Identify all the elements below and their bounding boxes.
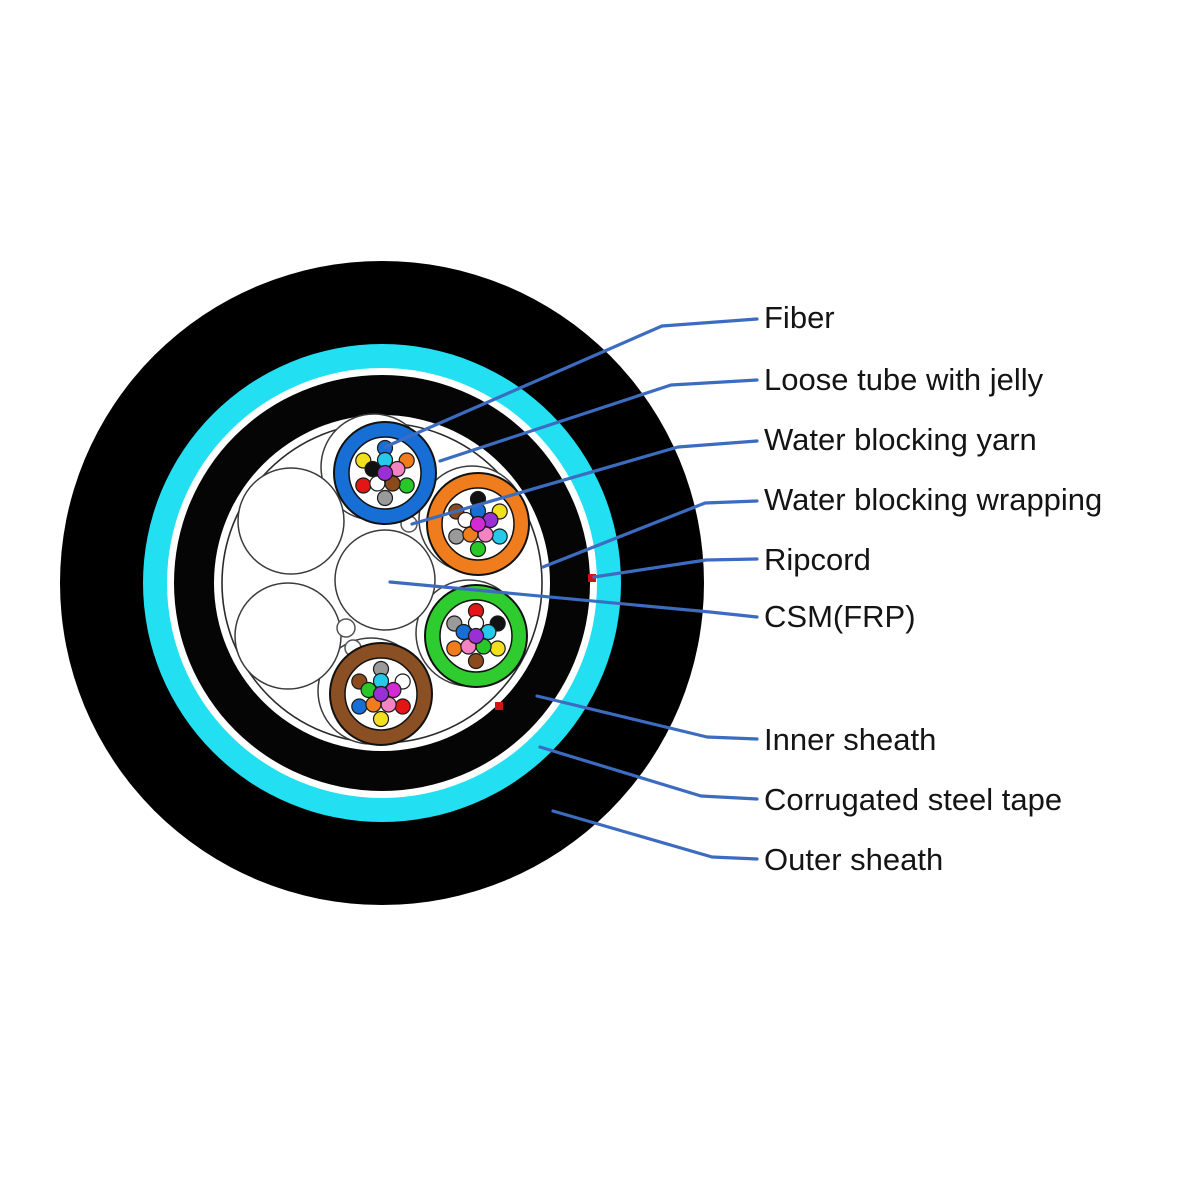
- leader-line-csm: [388, 580, 759, 619]
- leader-line-inner_sheath: [535, 694, 759, 741]
- fiber-dot: [376, 489, 394, 507]
- leader-line-fiber: [383, 317, 759, 449]
- fiber-dot: [491, 528, 508, 545]
- fiber-dot: [467, 627, 485, 645]
- fiber-dot: [398, 477, 415, 494]
- filler-circle: [237, 467, 345, 575]
- fiber-dot: [448, 528, 465, 545]
- leader-line-yarn: [410, 439, 759, 526]
- fiber-dot: [489, 640, 506, 657]
- leader-line-steel_tape: [538, 745, 759, 801]
- water-blocking-yarn-dot: [336, 618, 356, 638]
- leader-line-wrapping: [541, 499, 759, 569]
- fiber-dot: [355, 477, 372, 494]
- fiber-dot: [376, 464, 394, 482]
- fiber-dot: [446, 640, 463, 657]
- csm-frp-circle: [334, 529, 436, 631]
- label-csm-frp: CSM(FRP): [764, 599, 916, 634]
- fiber-dot: [469, 515, 487, 533]
- leader-line-loose_tube: [438, 378, 759, 463]
- fiber-dot: [467, 652, 485, 670]
- fiber-dot: [469, 540, 487, 558]
- filler-circle: [234, 582, 342, 690]
- leader-line-outer_sheath: [551, 809, 759, 861]
- label-corrugated-steel-tape: Corrugated steel tape: [764, 782, 1063, 817]
- ripcord-dot: [495, 702, 503, 710]
- leader-line-ripcord: [592, 557, 759, 579]
- label-outer-sheath: Outer sheath: [764, 842, 944, 877]
- label-fiber: Fiber: [764, 300, 835, 335]
- label-inner-sheath: Inner sheath: [764, 722, 937, 757]
- label-water-blocking-yarn: Water blocking yarn: [764, 422, 1037, 457]
- fiber-dot: [372, 685, 390, 703]
- fiber-dot: [351, 698, 368, 715]
- label-ripcord: Ripcord: [764, 542, 871, 577]
- fiber-dot: [372, 710, 390, 728]
- label-water-blocking-wrapping: Water blocking wrapping: [764, 482, 1103, 517]
- label-loose-tube-with-jelly: Loose tube with jelly: [764, 362, 1044, 397]
- fiber-dot: [394, 698, 411, 715]
- ripcord-dot: [588, 574, 596, 582]
